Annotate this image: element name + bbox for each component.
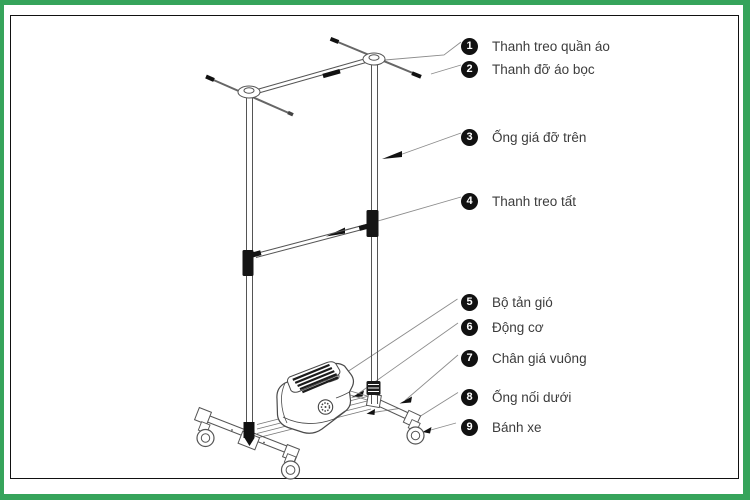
part-number-badge: 6 <box>461 318 478 336</box>
part-name-label: Thanh đỡ áo bọc <box>492 62 595 77</box>
right-clamp-tab <box>358 223 369 231</box>
motor-skirt <box>282 410 346 424</box>
arrow-7b-icon <box>366 409 375 415</box>
leader-7 <box>404 354 459 401</box>
part-name-label: Bộ tản gió <box>492 295 553 310</box>
part-name-label: Động cơ <box>492 319 544 335</box>
corner-leg-block <box>193 406 213 426</box>
parts-legend: 1 Thanh treo quần áo 2 Thanh đỡ áo bọc 3… <box>4 5 743 494</box>
leader-3 <box>400 132 462 155</box>
pole-mid-clamps <box>242 210 379 276</box>
leader-8 <box>418 392 459 418</box>
right-mid-clamp <box>366 210 379 237</box>
arrow-9-icon <box>422 427 432 434</box>
bar-grip-sleeve <box>322 69 341 79</box>
wheel-right <box>406 418 425 445</box>
part-name-label: Thanh treo tất <box>492 193 577 209</box>
middle-sock-bar <box>255 223 369 258</box>
left-mid-clamp <box>242 250 254 276</box>
arrow-7-icon <box>399 396 412 404</box>
part-name-label: Chân giá vuông <box>492 351 587 366</box>
left-pole-foot-clamp <box>237 422 261 451</box>
leader-9 <box>428 422 457 431</box>
part-name-label: Thanh treo quần áo <box>492 38 610 54</box>
part-name-label: Ống giá đỡ trên <box>492 129 587 145</box>
arrow-3-icon <box>382 151 402 159</box>
diagram-frame-border <box>10 15 739 479</box>
part-name-label: Bánh xe <box>492 420 542 435</box>
right-pole-ribbed-clamp <box>366 381 381 395</box>
wheel-back-left <box>196 421 215 448</box>
leader-7b <box>372 408 400 413</box>
left-clamp-tab <box>251 250 262 258</box>
leader-2 <box>430 64 462 75</box>
part-number-badge: 7 <box>461 350 478 367</box>
part-number-badge: 2 <box>461 61 478 78</box>
vent-slats <box>292 363 339 394</box>
part-number-badge: 8 <box>461 388 478 406</box>
diagram-area: 1 Thanh treo quần áo 2 Thanh đỡ áo bọc 3… <box>4 5 743 494</box>
top-hanger-bar <box>256 58 367 94</box>
pole-top-joints <box>237 52 386 99</box>
part-name-label: Ống nối dưới <box>492 389 572 405</box>
leader-1 <box>384 41 462 61</box>
part-number-badge: 1 <box>461 37 478 55</box>
part-number-badge: 9 <box>461 419 478 436</box>
motor-unit <box>276 361 355 434</box>
leader-5 <box>337 298 458 379</box>
part-number-badge: 5 <box>461 294 478 311</box>
part-number-badge: 3 <box>461 128 478 146</box>
caster-wheels <box>196 418 425 480</box>
part-number-badge: 4 <box>461 192 478 210</box>
wheel-front-left <box>280 453 301 480</box>
